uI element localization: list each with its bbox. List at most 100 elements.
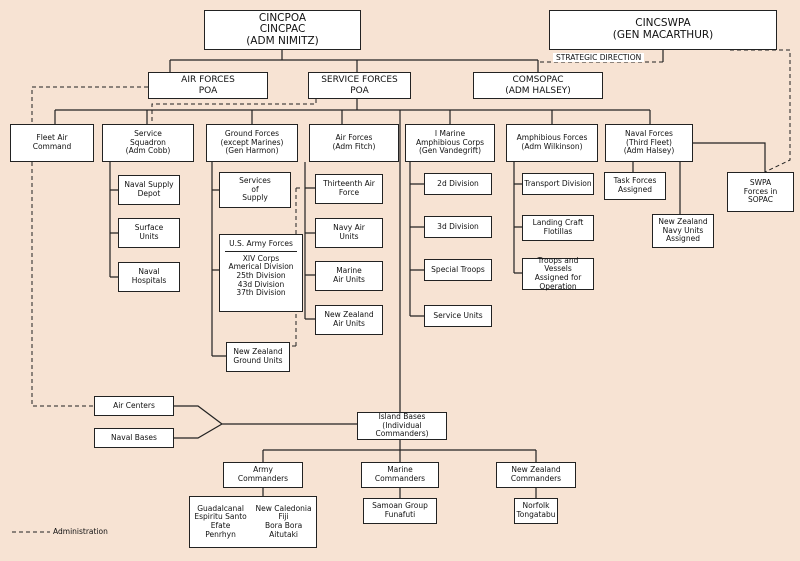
- marine-commanders-box: Marine Commanders: [361, 462, 439, 488]
- swpa-forces-box: SWPA Forces in SOPAC: [727, 172, 794, 212]
- services-of-supply-line-2: of: [251, 184, 259, 194]
- service-units-box: Service Units: [424, 305, 492, 327]
- nz-location: Tongatabu: [516, 510, 556, 519]
- ground-forces-line-3: (Gen Harmon): [225, 146, 279, 156]
- army-commanders-box: Army Commanders: [223, 462, 303, 488]
- air-forces-poa-box: AIR FORCES POA: [148, 72, 268, 99]
- army-location: Aitutaki: [269, 529, 298, 539]
- surface-units-line-1: Surface: [134, 223, 164, 233]
- navy-air-units-line-1: Navy Air: [333, 223, 365, 233]
- island-bases-line-1: Island Bases: [378, 412, 426, 422]
- troops-vessels-line-3: Operation: [539, 281, 577, 291]
- task-forces-line-2: Assigned: [618, 185, 652, 194]
- cincswpa-line-2: (GEN MACARTHUR): [612, 29, 714, 41]
- army-commanders-line-1: Army: [253, 465, 273, 475]
- nz-navy-units-box: New Zealand Navy Units Assigned: [652, 214, 714, 248]
- naval-forces-line-3: (Adm Halsey): [623, 146, 675, 156]
- naval-hospitals-line-1: Naval: [138, 267, 160, 277]
- nz-ground-units-line-1: New Zealand: [233, 347, 283, 357]
- division-2d-label: 2d Division: [437, 178, 479, 188]
- island-bases-line-2: (Individual Commanders): [375, 420, 429, 439]
- army-locations-box: Guadalcanal Espiritu Santo Efate Penrhyn…: [189, 496, 317, 548]
- service-forces-poa-line-2: POA: [350, 85, 369, 96]
- army-location: Fiji: [278, 512, 289, 522]
- marine-locations-box: Samoan Group Funafuti: [363, 498, 437, 524]
- marine-location: Samoan Group: [372, 501, 428, 511]
- special-troops-label: Special Troops: [431, 264, 485, 274]
- marine-location: Funafuti: [384, 510, 416, 519]
- marine-amphib-corps-box: I Marine Amphibious Corps (Gen Vandegrif…: [405, 124, 495, 162]
- army-location: Guadalcanal: [197, 503, 244, 513]
- us-army-forces-line-4: 43d Division: [237, 279, 285, 289]
- navy-air-units-box: Navy Air Units: [315, 218, 383, 248]
- naval-forces-line-2: (Third Fleet): [626, 137, 672, 147]
- fleet-air-command-box: Fleet Air Command: [10, 124, 94, 162]
- army-location: New Caledonia: [255, 503, 312, 513]
- naval-bases-label: Naval Bases: [111, 432, 157, 442]
- services-of-supply-line-3: Supply: [242, 193, 268, 203]
- nz-commanders-line-1: New Zealand: [511, 465, 561, 475]
- naval-supply-depot-box: Naval Supply Depot: [118, 175, 180, 205]
- landing-craft-line-1: Landing Craft: [532, 218, 584, 228]
- nz-air-units-line-1: New Zealand: [324, 310, 374, 320]
- cincpoa-line-2: CINCPAC: [259, 23, 306, 36]
- service-squadron-line-3: (Adm Cobb): [125, 146, 171, 156]
- air-forces-fitch-box: Air Forces (Adm Fitch): [309, 124, 399, 162]
- naval-hospitals-line-2: Hospitals: [131, 276, 167, 285]
- naval-supply-depot-line-2: Depot: [137, 189, 161, 198]
- army-location: Espiritu Santo: [194, 512, 247, 522]
- nz-commanders-box: New Zealand Commanders: [496, 462, 576, 488]
- division-3d-box: 3d Division: [424, 216, 492, 238]
- nz-location: Norfolk: [522, 501, 550, 511]
- troops-vessels-line-2: Assigned for: [534, 273, 582, 282]
- task-forces-line-1: Task Forces: [613, 176, 657, 186]
- fleet-air-command-line-1: Fleet Air: [36, 133, 68, 143]
- air-forces-poa-line-2: POA: [198, 85, 218, 96]
- marine-amphib-corps-line-3: (Gen Vandegrift): [418, 146, 482, 156]
- army-locations-right: New Caledonia Fiji Bora Bora Aitutaki: [255, 503, 312, 540]
- special-troops-box: Special Troops: [424, 259, 492, 281]
- us-army-forces-title: U.S. Army Forces: [229, 239, 293, 248]
- marine-commanders-line-2: Commanders: [374, 474, 426, 483]
- nz-ground-units-box: New Zealand Ground Units: [226, 342, 290, 372]
- nz-navy-units-line-2: Navy Units: [662, 225, 704, 235]
- naval-forces-line-1: Naval Forces: [625, 129, 673, 139]
- service-forces-poa-line-1: SERVICE FORCES: [321, 75, 398, 86]
- ground-forces-line-2: (except Marines): [220, 137, 284, 147]
- air-centers-label: Air Centers: [113, 400, 155, 410]
- services-of-supply-line-1: Services: [239, 176, 271, 186]
- service-units-label: Service Units: [433, 310, 483, 320]
- cincpoa-box: CINCPOA CINCPAC (ADM NIMITZ): [204, 10, 361, 50]
- army-commanders-line-2: Commanders: [237, 474, 289, 483]
- army-location: Penrhyn: [205, 529, 236, 539]
- cincswpa-line-1: CINCSWPA: [635, 17, 691, 30]
- us-army-forces-line-3: 25th Division: [236, 270, 286, 280]
- air-centers-box: Air Centers: [94, 396, 174, 416]
- naval-bases-box: Naval Bases: [94, 428, 174, 448]
- services-of-supply-box: Services of Supply: [219, 172, 291, 208]
- ground-forces-line-1: Ground Forces: [224, 129, 280, 139]
- swpa-forces-line-1: SWPA: [749, 178, 772, 188]
- cincpoa-line-1: CINCPOA: [258, 11, 307, 24]
- service-forces-poa-box: SERVICE FORCES POA: [308, 72, 411, 99]
- service-squadron-box: Service Squadron (Adm Cobb): [102, 124, 194, 162]
- swpa-forces-line-2: Forces in: [743, 186, 778, 196]
- us-army-forces-divider: [224, 250, 298, 252]
- island-bases-box: Island Bases (Individual Commanders): [357, 412, 447, 440]
- us-army-forces-line-2: Americal Division: [228, 262, 294, 272]
- legend-administration-label: Administration: [53, 527, 108, 536]
- army-location: Efate: [210, 521, 231, 530]
- us-army-forces-line-1: XIV Corps: [242, 253, 280, 263]
- nz-navy-units-line-3: Assigned: [666, 234, 700, 244]
- amphibious-forces-box: Amphibious Forces (Adm Wilkinson): [506, 124, 598, 162]
- task-forces-box: Task Forces Assigned: [604, 172, 666, 200]
- nz-air-units-line-2: Air Units: [333, 319, 365, 328]
- air-forces-fitch-line-1: Air Forces: [335, 133, 373, 143]
- fleet-air-command-line-2: Command: [32, 142, 72, 151]
- naval-supply-depot-line-1: Naval Supply: [124, 180, 174, 190]
- naval-forces-box: Naval Forces (Third Fleet) (Adm Halsey): [605, 124, 693, 162]
- troops-vessels-line-1: Troops and Vessels: [537, 255, 579, 274]
- navy-air-units-line-2: Units: [339, 232, 359, 241]
- comsopac-box: COMSOPAC (ADM HALSEY): [473, 72, 603, 99]
- nz-ground-units-line-2: Ground Units: [233, 356, 283, 365]
